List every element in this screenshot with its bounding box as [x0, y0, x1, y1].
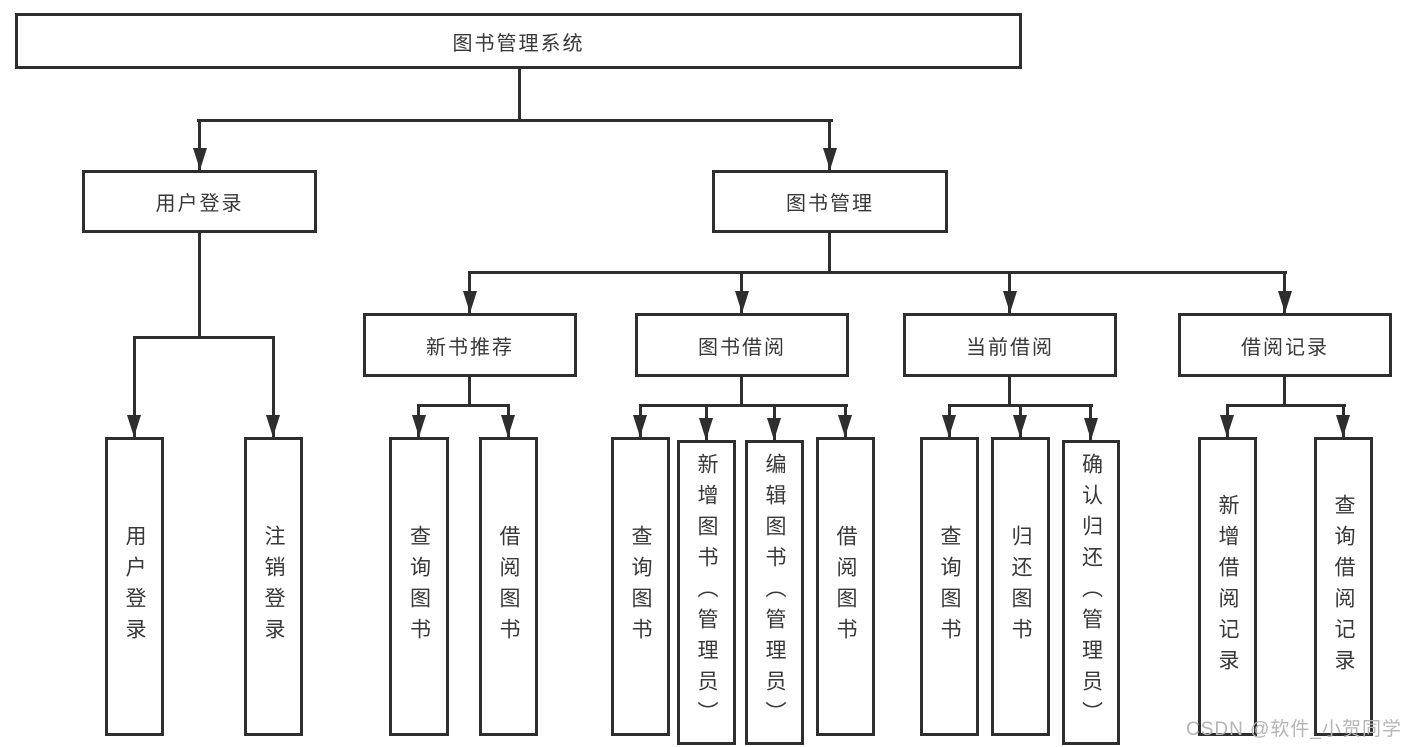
leaf-cb-confirm-return-admin: 确认归还（管理员） — [1062, 440, 1120, 745]
leaf-bb-borrow-books: 借阅图书 — [816, 437, 875, 736]
leaf-nb-borrow-books-label: 借阅图书 — [497, 524, 520, 649]
arrowhead-nb-borrow — [501, 415, 515, 437]
connector-userlogin-drop — [198, 233, 201, 338]
leaf-rec-add-record-label: 新增借阅记录 — [1216, 493, 1239, 680]
connector-userlogin-rail — [133, 336, 275, 339]
arrowhead-current — [1003, 291, 1017, 313]
leaf-bb-borrow-books-label: 借阅图书 — [834, 524, 857, 649]
node-user-login-label: 用户登录 — [155, 193, 244, 215]
leaf-bb-add-books-admin: 新增图书（管理员） — [677, 440, 736, 745]
leaf-user-login: 用户登录 — [105, 437, 164, 736]
connector-records-rail — [1226, 404, 1346, 407]
connector-root-rail — [197, 119, 833, 122]
leaf-rec-query-record-label: 查询借阅记录 — [1332, 493, 1355, 680]
arrowhead-rec-query — [1336, 415, 1350, 437]
leaf-bb-add-books-admin-label: 新增图书（管理员） — [695, 453, 718, 732]
csdn-watermark: CSDN @软件_小贺同学 — [1186, 719, 1402, 740]
leaf-nb-query-books-label: 查询图书 — [407, 524, 431, 649]
node-book-management: 图书管理 — [712, 170, 948, 233]
node-new-book-recommend-label: 新书推荐 — [426, 336, 514, 359]
node-library-system: 图书管理系统 — [15, 13, 1022, 69]
arrowhead-bb-borrow — [838, 415, 852, 437]
node-current-borrowing: 当前借阅 — [903, 313, 1117, 377]
connector-borrowing-rail — [639, 404, 848, 407]
leaf-cb-query-books-label: 查询图书 — [938, 524, 961, 649]
arrowhead-new-book — [463, 291, 477, 313]
leaf-logout: 注销登录 — [244, 437, 303, 736]
leaf-rec-query-record: 查询借阅记录 — [1314, 437, 1373, 736]
arrowhead-cb-return — [1013, 415, 1027, 437]
node-borrow-records: 借阅记录 — [1178, 313, 1392, 377]
node-new-book-recommend: 新书推荐 — [363, 313, 577, 377]
connector-root-drop — [518, 69, 521, 121]
connector-newbook-drop — [468, 377, 471, 406]
leaf-cb-confirm-return-admin-label: 确认归还（管理员） — [1079, 453, 1103, 732]
arrowhead-borrow — [735, 291, 749, 313]
leaf-bb-query-books-label: 查询图书 — [629, 524, 652, 649]
leaf-cb-return-books-label: 归还图书 — [1009, 524, 1032, 649]
node-user-login: 用户登录 — [82, 170, 317, 233]
arrowhead-bb-edit — [767, 418, 781, 440]
leaf-rec-add-record: 新增借阅记录 — [1198, 437, 1257, 736]
arrowhead-leaf-login — [127, 415, 141, 437]
connector-bookmgmt-rail — [468, 271, 1287, 274]
leaf-cb-return-books: 归还图书 — [991, 437, 1050, 736]
connector-bookmgmt-drop — [828, 233, 831, 274]
leaf-nb-borrow-books: 借阅图书 — [479, 437, 538, 736]
connector-to-leaf-login — [133, 336, 136, 437]
leaf-bb-query-books: 查询图书 — [611, 437, 670, 736]
arrowhead-leaf-logout — [266, 415, 280, 437]
leaf-cb-query-books: 查询图书 — [920, 437, 979, 736]
arrowhead-bb-query — [633, 415, 647, 437]
arrowhead-nb-query — [412, 415, 426, 437]
arrowhead-rec-add — [1220, 415, 1234, 437]
arrowhead-book-mgmt — [823, 148, 837, 170]
arrowhead-user-login — [193, 148, 207, 170]
arrowhead-bb-add — [699, 418, 713, 440]
leaf-bb-edit-books-admin-label: 编辑图书（管理员） — [763, 453, 786, 732]
node-book-borrowing-label: 图书借阅 — [698, 336, 786, 359]
node-current-borrowing-label: 当前借阅 — [966, 336, 1054, 359]
node-borrow-records-label: 借阅记录 — [1241, 336, 1329, 359]
node-library-system-label: 图书管理系统 — [452, 32, 585, 55]
leaf-nb-query-books: 查询图书 — [389, 437, 449, 736]
connector-to-leaf-logout — [272, 336, 275, 437]
arrowhead-cb-query — [942, 415, 956, 437]
node-book-borrowing: 图书借阅 — [635, 313, 849, 377]
leaf-logout-label: 注销登录 — [262, 524, 285, 649]
connector-current-drop — [1008, 377, 1011, 406]
leaf-bb-edit-books-admin: 编辑图书（管理员） — [745, 440, 804, 745]
connector-to-user-login — [198, 119, 201, 170]
arrowhead-records — [1278, 291, 1292, 313]
connector-borrowing-drop — [740, 377, 743, 406]
leaf-user-login-label: 用户登录 — [123, 524, 146, 649]
connector-records-drop — [1283, 377, 1286, 406]
connector-newbook-rail — [417, 404, 510, 407]
connector-to-book-mgmt — [828, 119, 831, 170]
node-book-management-label: 图书管理 — [786, 193, 874, 215]
arrowhead-cb-confirm — [1084, 418, 1098, 440]
